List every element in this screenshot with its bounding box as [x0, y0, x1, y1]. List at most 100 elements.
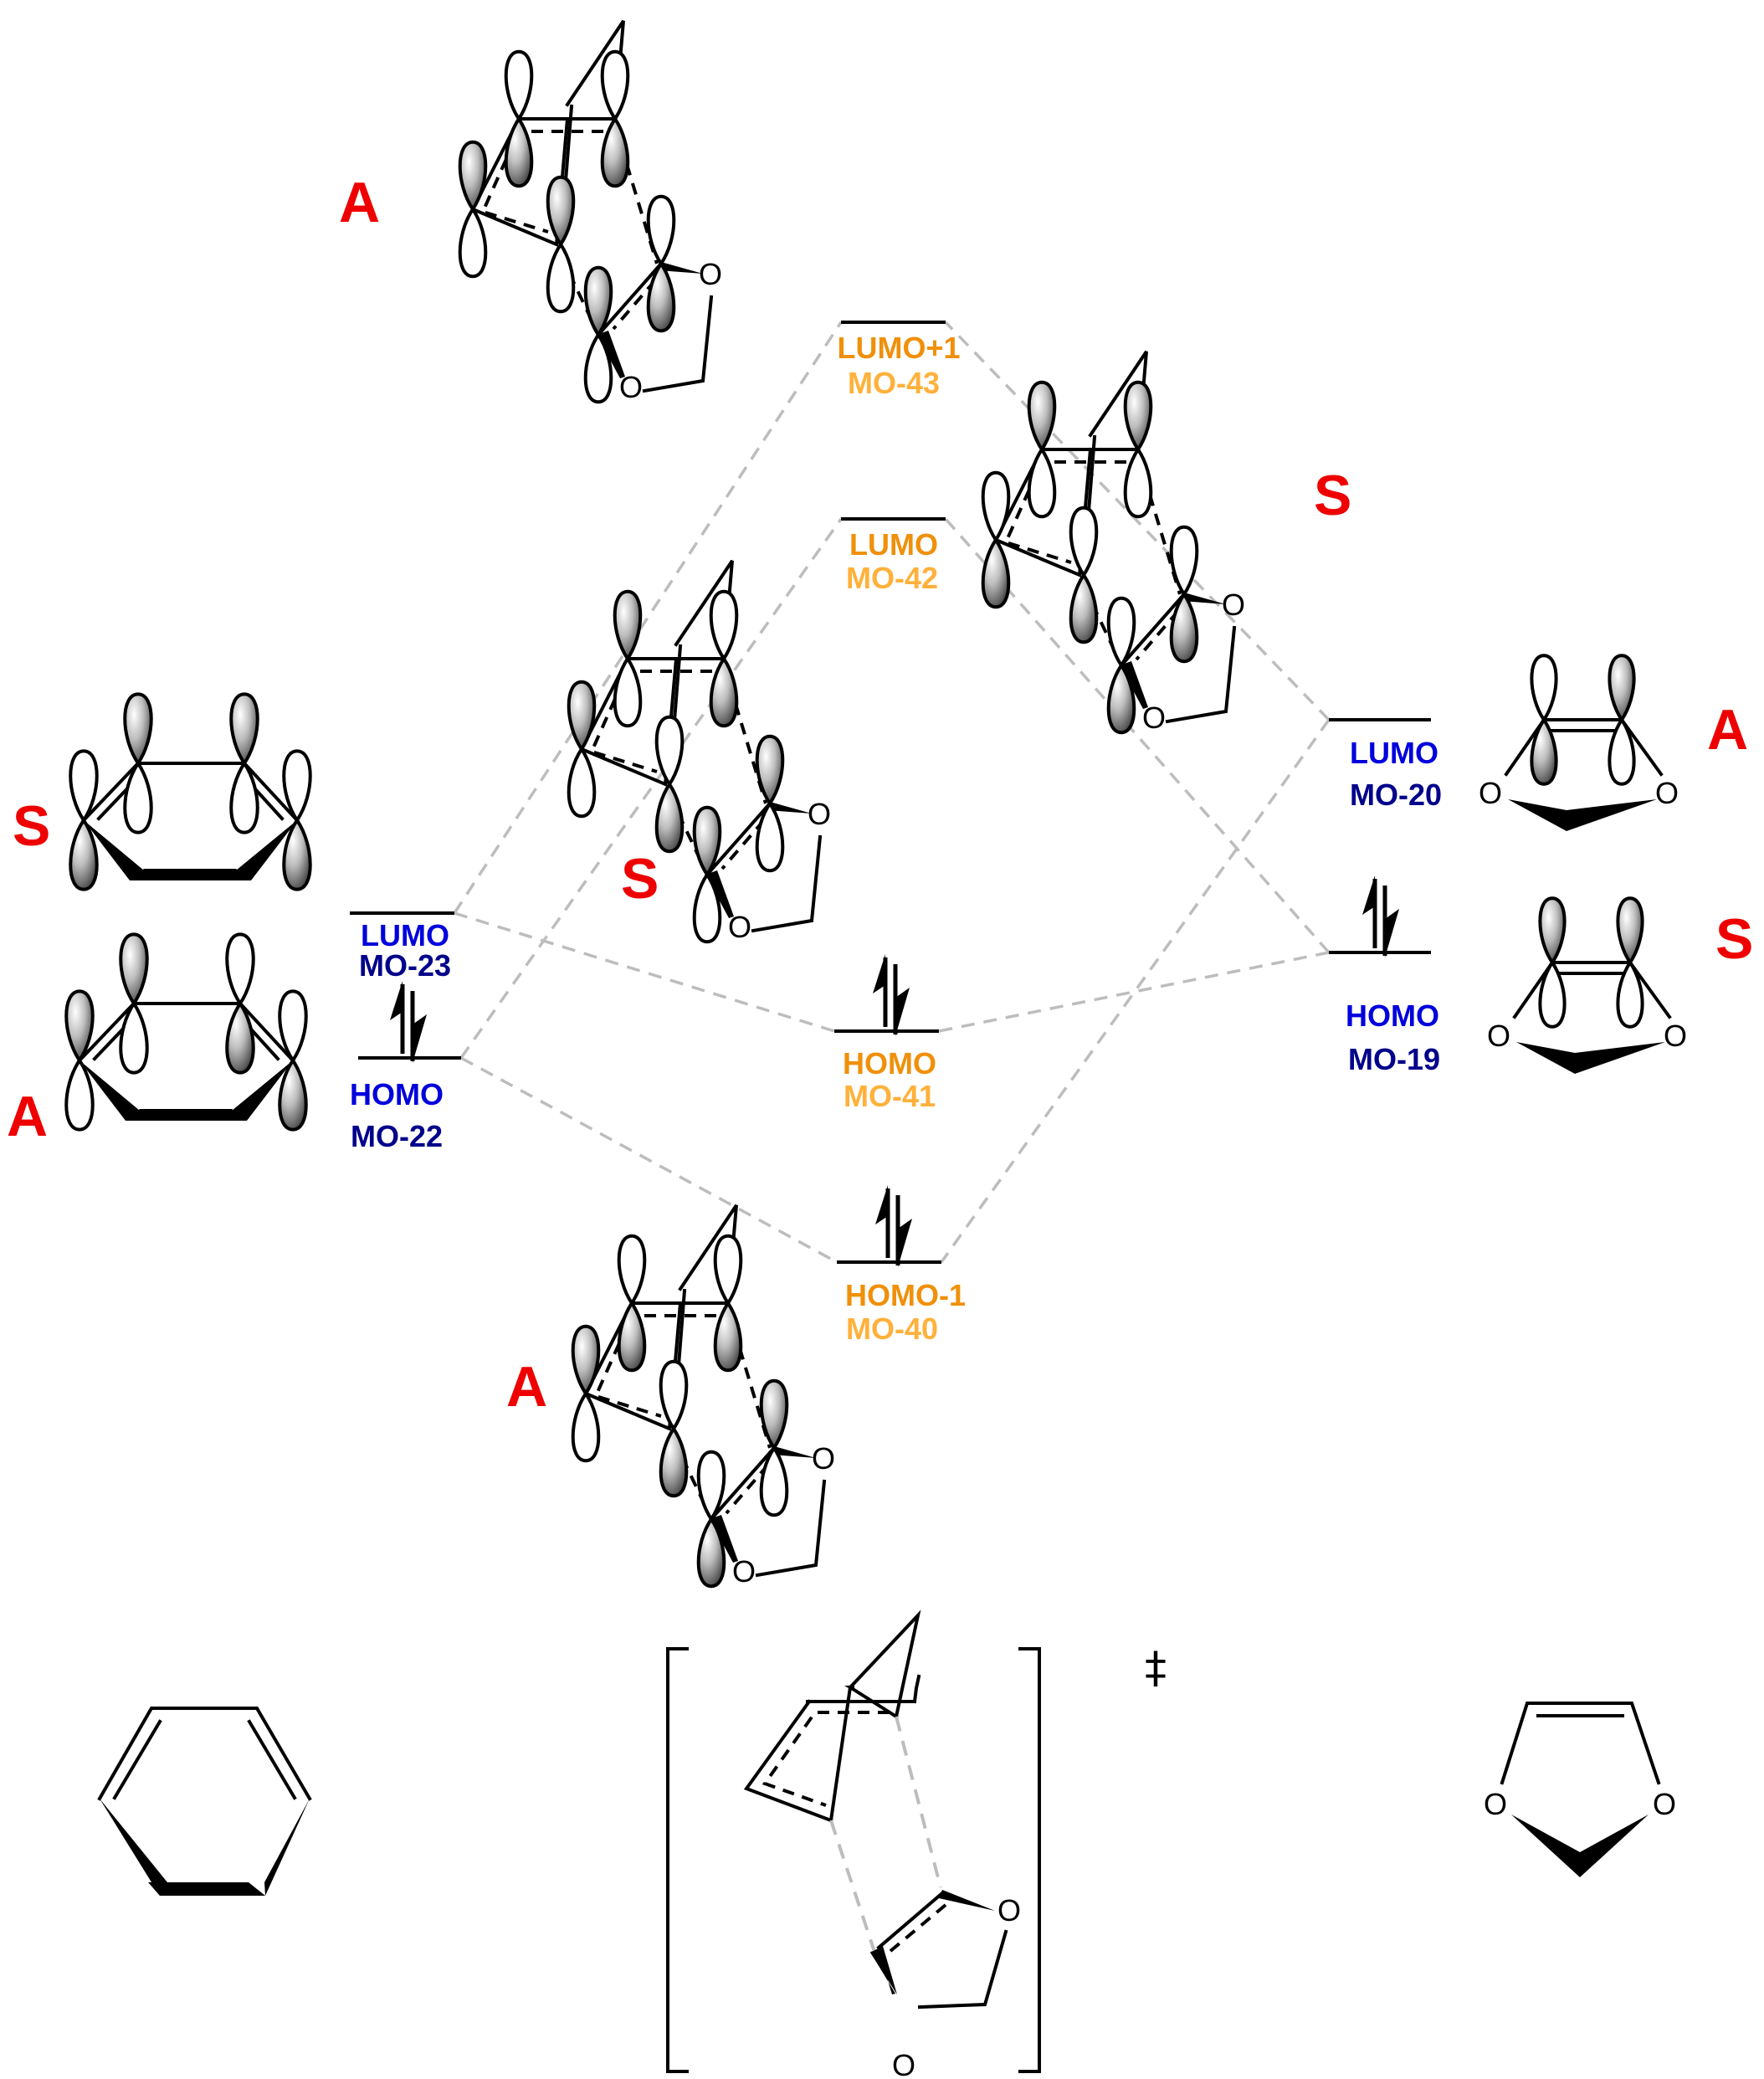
orbital-lobe: [646, 194, 676, 267]
ts-orbital-lumo-picture: OO: [981, 350, 1245, 735]
orbital-lobe: [64, 1057, 95, 1132]
level-name-left-homo: HOMO: [350, 1077, 444, 1111]
ts-orbital-homo-minus1-picture: OO: [571, 1204, 835, 1589]
ts-orbital-oxygen: O: [699, 257, 722, 291]
orbital-lobe: [546, 241, 576, 314]
orbital-lobe: [692, 871, 722, 944]
orbital-lobe: [229, 692, 259, 767]
orbital-lobe: [1608, 654, 1636, 723]
ts-orbital-oxygen: O: [728, 910, 751, 944]
orbital-lobe: [504, 116, 534, 188]
orbital-lobe: [1169, 591, 1199, 664]
symmetry-label-right-lumo: A: [1707, 698, 1748, 762]
orbital-lobe: [1069, 572, 1099, 644]
orbital-lobe: [225, 1000, 255, 1075]
level-name-right-lumo: LUMO: [1350, 736, 1438, 770]
orbital-lobe: [646, 260, 676, 333]
dioxolene-atom-oxygen-2: O: [1653, 1787, 1676, 1821]
orbital-lobe: [69, 749, 99, 824]
level-mo-ts-lumo: MO-42: [846, 561, 938, 595]
orbital-lobe: [713, 1234, 743, 1306]
symmetry-label-ts-lumo: S: [1314, 464, 1351, 527]
orbital-lobe: [1027, 446, 1057, 519]
orbital-lobe: [119, 1000, 149, 1075]
symmetry-label-ts-homo-minus1: A: [506, 1355, 547, 1419]
level-name-right-homo: HOMO: [1346, 998, 1439, 1033]
orbital-lobe: [567, 746, 597, 819]
orbital-lobe: [1169, 525, 1199, 598]
orbital-lobe: [755, 734, 785, 807]
orbital-lobe: [123, 692, 153, 767]
orbital-lobe: [64, 989, 95, 1064]
dioxolene-atom-oxygen-1: O: [1484, 1787, 1507, 1821]
corr-line-left-homo-to-ts-lumo: [459, 517, 843, 1060]
orbital-lobe: [759, 1378, 789, 1451]
symmetry-label-left-homo: A: [7, 1085, 48, 1148]
dioxolene-orbital-oxygen: O: [1487, 1019, 1510, 1053]
level-name-ts-lumo-plus1: LUMO+1: [837, 331, 960, 365]
orbital-lobe: [654, 715, 685, 788]
corr-line-left-lumo-to-ts-lumo-plus1: [453, 321, 843, 914]
orbital-lobe: [759, 1445, 789, 1517]
orbital-lobe: [229, 760, 259, 834]
dioxolene-orbital-oxygen: O: [1655, 776, 1679, 810]
orbital-lobe: [1530, 716, 1558, 786]
ts-orbital-oxygen: O: [808, 797, 831, 831]
electron-pair-icon: [873, 954, 910, 1036]
structure-transition-state: ‡ O O: [666, 1609, 1167, 2079]
orbital-lobe: [1530, 654, 1558, 723]
ts-orbital-lumo-plus1-picture: OO: [458, 19, 722, 404]
orbital-lobe: [571, 1390, 601, 1463]
orbital-lobe: [617, 1300, 647, 1373]
level-name-ts-homo-minus1: HOMO-1: [845, 1278, 966, 1312]
ts-orbital-oxygen: O: [1222, 588, 1245, 622]
ts-atom-oxygen-1: O: [997, 1893, 1021, 1928]
orbital-lobe: [583, 331, 613, 404]
orbital-lobe: [567, 680, 597, 752]
corr-line-left-lumo-to-ts-homo: [454, 911, 835, 1033]
electron-pairs: [390, 875, 1399, 1267]
ts-atom-oxygen-2: O: [892, 2048, 915, 2079]
orbital-lobe: [458, 140, 488, 213]
orbital-lobe: [755, 800, 785, 873]
orbital-lobe: [278, 1057, 308, 1132]
corr-line-left-homo-to-ts-homo-minus1: [460, 1056, 838, 1264]
symmetry-label-ts-lumo-plus1: A: [339, 171, 380, 234]
orbital-lobe: [1616, 959, 1644, 1029]
orbital-lobe: [1106, 662, 1136, 735]
ts-double-dagger: ‡: [1145, 1643, 1167, 1693]
orbital-lobe: [119, 932, 149, 1007]
symmetry-label-ts-homo: S: [621, 847, 659, 911]
level-mo-right-homo: MO-19: [1348, 1042, 1440, 1076]
electron-pair-icon: [1362, 875, 1399, 957]
orbital-lobe: [225, 932, 255, 1007]
orbital-lobe: [69, 817, 99, 891]
orbital-lobe: [600, 49, 630, 122]
orbital-lobe: [282, 749, 312, 824]
orbital-lobe: [1616, 896, 1644, 966]
symmetry-label-left-lumo: S: [13, 794, 50, 858]
orbital-lobe: [659, 1359, 689, 1432]
orbital-lobe: [282, 817, 312, 891]
level-mo-left-lumo: MO-23: [359, 948, 451, 983]
level-mo-ts-lumo-plus1: MO-43: [848, 366, 940, 400]
orbital-lobe: [600, 116, 630, 188]
level-mo-ts-homo: MO-41: [844, 1079, 936, 1113]
orbital-lobe: [696, 1516, 726, 1589]
level-name-left-lumo: LUMO: [361, 918, 449, 952]
orbital-lobe: [1123, 446, 1153, 519]
orbital-lobe: [613, 589, 643, 662]
orbital-lobe: [1123, 380, 1153, 453]
orbital-lobe: [1538, 959, 1567, 1029]
dioxolene-orbital-oxygen: O: [1664, 1019, 1687, 1053]
orbital-lobe: [571, 1324, 601, 1397]
orbital-lobe: [692, 805, 722, 878]
ts-orbital-oxygen: O: [812, 1441, 835, 1476]
orbital-lobe: [546, 175, 576, 248]
orbital-lobe: [123, 760, 153, 834]
orbital-lobe: [713, 1300, 743, 1373]
level-name-ts-lumo: LUMO: [849, 527, 938, 562]
